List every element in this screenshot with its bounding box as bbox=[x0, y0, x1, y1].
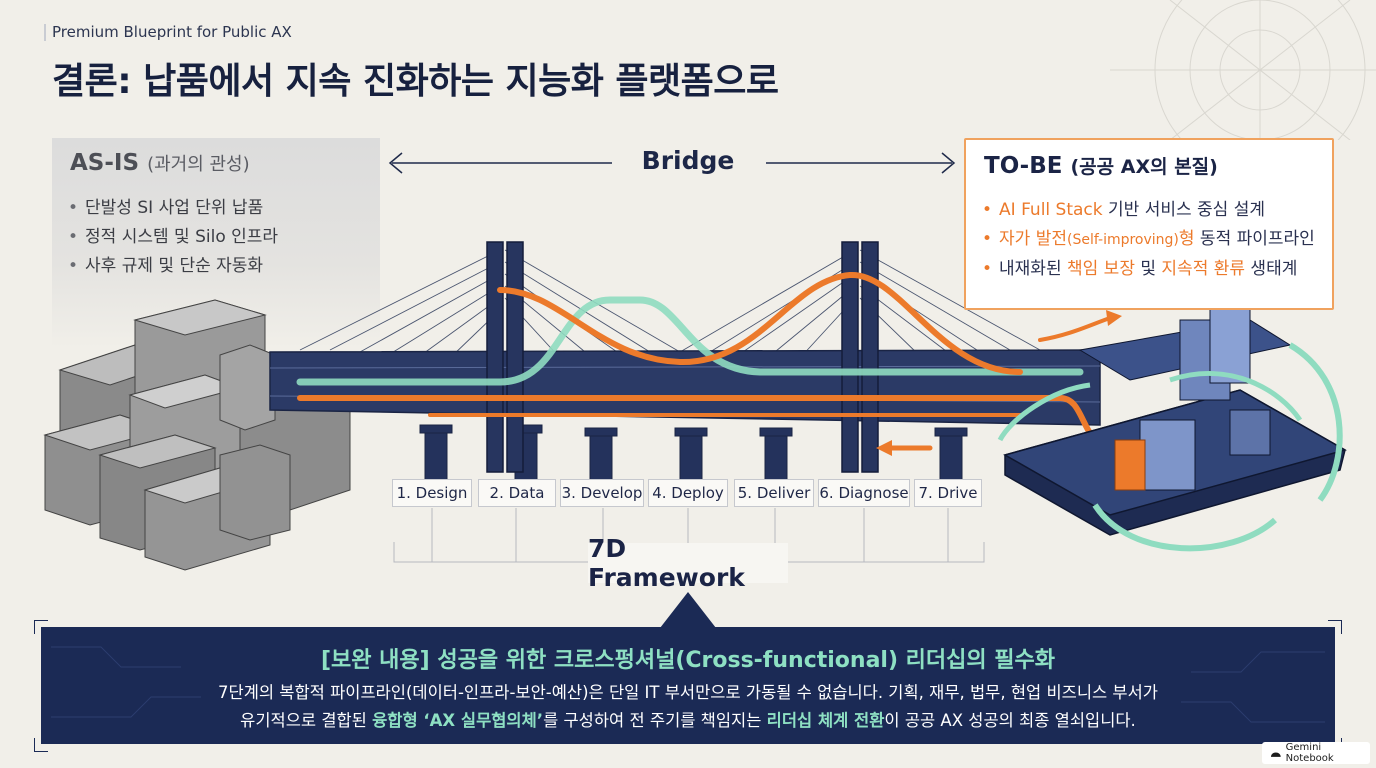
stage-diagnose: 6. Diagnose bbox=[818, 479, 910, 507]
banner-text: 를 구성하여 전 주기를 책임지는 bbox=[543, 711, 767, 730]
eyebrow-text: Premium Blueprint for Public AX bbox=[52, 23, 292, 41]
as-is-item: 사후 규제 및 단순 자동화 bbox=[68, 252, 278, 281]
legacy-building-blocks bbox=[43, 299, 352, 571]
to-be-item-accent: 자가 발전 bbox=[999, 229, 1067, 249]
to-be-item: AI Full Stack 기반 서비스 중심 설계 bbox=[982, 196, 1315, 225]
banner-highlight: 융합형 ‘AX 실무협의체’ bbox=[372, 711, 544, 730]
to-be-item-accent: AI Full Stack bbox=[999, 200, 1103, 220]
to-be-item: 내재화된 책임 보장 및 지속적 환류 생태계 bbox=[982, 255, 1315, 284]
to-be-list: AI Full Stack 기반 서비스 중심 설계 자가 발전(Self-im… bbox=[982, 196, 1315, 284]
as-is-subtitle: (과거의 관성) bbox=[147, 154, 250, 175]
banner-headline: [보완 내용] 성공을 위한 크로스펑셔널(Cross-functional) … bbox=[320, 648, 1056, 673]
badge-label: Gemini Notebook bbox=[1285, 742, 1334, 764]
to-be-subtitle: (공공 AX의 본질) bbox=[1070, 156, 1218, 178]
as-is-title: AS-IS (과거의 관성) bbox=[70, 150, 250, 176]
to-be-panel: TO-BE (공공 AX의 본질) AI Full Stack 기반 서비스 중… bbox=[964, 138, 1334, 310]
to-be-item-paren: (Self-improving) bbox=[1067, 232, 1179, 248]
ai-platform-island bbox=[997, 307, 1347, 552]
stage-data: 2. Data bbox=[478, 479, 556, 507]
as-is-item: 정적 시스템 및 Silo 인프라 bbox=[68, 223, 278, 252]
page-title: 결론: 납품에서 지속 진화하는 지능화 플랫폼으로 bbox=[52, 61, 779, 102]
as-is-list: 단발성 SI 사업 단위 납품 정적 시스템 및 Silo 인프라 사후 규제 … bbox=[68, 194, 278, 281]
to-be-item-accent: 지속적 환류 bbox=[1161, 259, 1246, 279]
framework-bracket-lines bbox=[393, 508, 985, 563]
to-be-item-text: 동적 파이프라인 bbox=[1194, 229, 1315, 249]
stage-drive: 7. Drive bbox=[914, 479, 982, 507]
bridge-illustration bbox=[43, 152, 1347, 571]
as-is-item: 단발성 SI 사업 단위 납품 bbox=[68, 194, 278, 223]
eyebrow-accent-bar bbox=[44, 24, 46, 41]
framework-label: 7D Framework bbox=[588, 534, 788, 592]
bridge-cables bbox=[299, 249, 1041, 359]
notebook-icon bbox=[1270, 752, 1281, 757]
stage-develop: 3. Develop bbox=[560, 479, 644, 507]
to-be-title: TO-BE (공공 AX의 본질) bbox=[984, 152, 1218, 179]
to-be-item: 자가 발전(Self-improving)형 동적 파이프라인 bbox=[982, 225, 1315, 255]
banner-pointer bbox=[660, 592, 716, 628]
conclusion-banner: [보완 내용] 성공을 위한 크로스펑셔널(Cross-functional) … bbox=[41, 627, 1335, 744]
banner-highlight: 리더십 체계 전환 bbox=[766, 711, 885, 730]
bridge-piers bbox=[419, 424, 968, 481]
to-be-item-accent: 형 bbox=[1178, 229, 1195, 249]
bridge-label: Bridge bbox=[641, 146, 735, 175]
stage-deliver: 5. Deliver bbox=[734, 479, 814, 507]
banner-body: 7단계의 복합적 파이프라인(데이터-인프라-보안-예산)은 단일 IT 부서만… bbox=[41, 679, 1335, 735]
to-be-item-accent: 책임 보장 bbox=[1067, 259, 1135, 279]
to-be-item-text: 및 bbox=[1134, 259, 1162, 279]
as-is-title-main: AS-IS bbox=[70, 150, 140, 176]
gemini-notebook-badge[interactable]: Gemini Notebook bbox=[1262, 742, 1370, 764]
tech-pattern-decoration bbox=[1110, 0, 1376, 140]
to-be-item-text: 기반 서비스 중심 설계 bbox=[1102, 200, 1265, 220]
circuit-pattern-decoration bbox=[51, 646, 1325, 723]
banner-text: 이 공공 AX 성공의 최종 열쇠입니다. bbox=[884, 711, 1136, 730]
to-be-item-text: 내재화된 bbox=[999, 259, 1067, 279]
stage-design: 1. Design bbox=[392, 479, 472, 507]
to-be-item-text: 생태계 bbox=[1245, 259, 1298, 279]
banner-line-1: 7단계의 복합적 파이프라인(데이터-인프라-보안-예산)은 단일 IT 부서만… bbox=[218, 683, 1158, 702]
banner-text: 유기적으로 결합된 bbox=[240, 711, 373, 730]
to-be-title-main: TO-BE bbox=[984, 153, 1063, 179]
stage-deploy: 4. Deploy bbox=[648, 479, 728, 507]
banner-line-2: 유기적으로 결합된 융합형 ‘AX 실무협의체’를 구성하여 전 주기를 책임지… bbox=[41, 707, 1335, 735]
bridge-double-arrow bbox=[388, 152, 956, 174]
